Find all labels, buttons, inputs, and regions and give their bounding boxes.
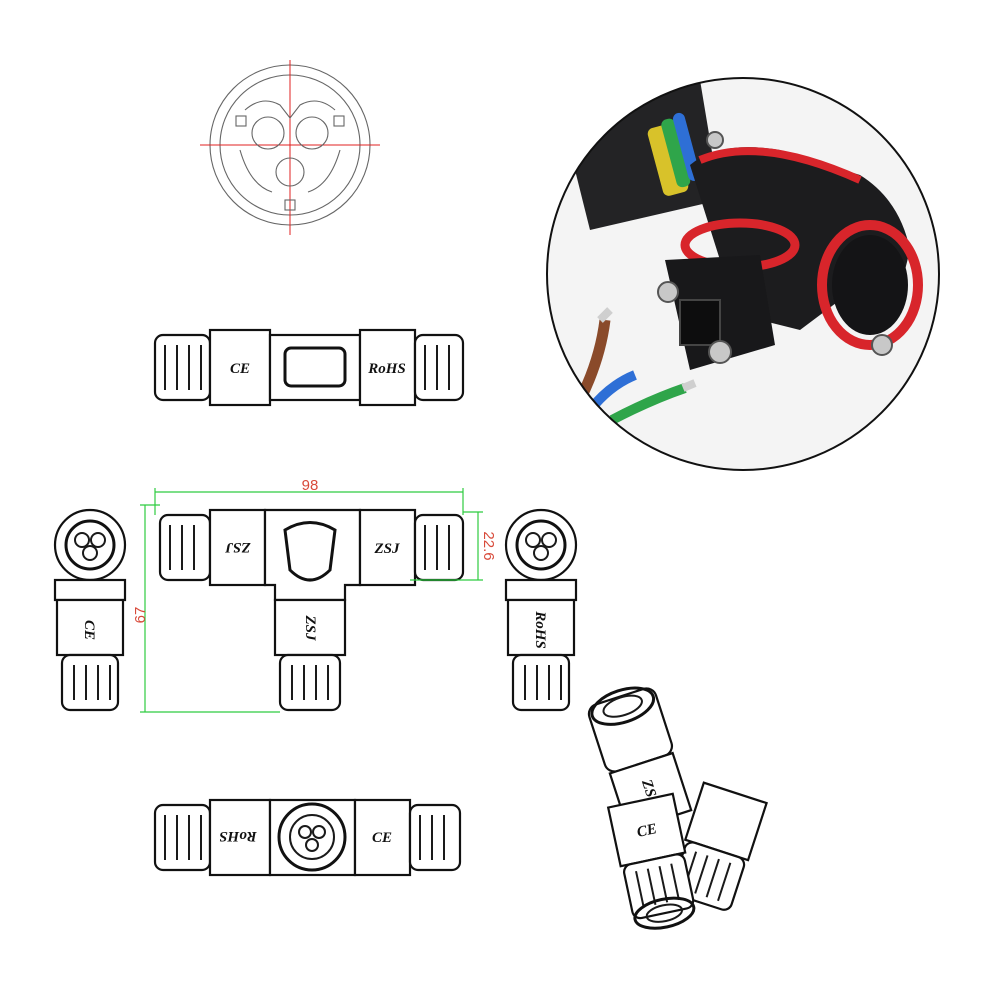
t-connector-drawing: ZSJ ZSJ ZSJ 98 67 22.6 bbox=[132, 477, 497, 713]
ce-mark-front: CE bbox=[372, 830, 392, 846]
ce-mark-side: CE bbox=[81, 620, 97, 640]
right-side-view: RoHS bbox=[504, 508, 578, 712]
height-dimension: 67 bbox=[132, 607, 149, 624]
isometric-connector-drawing: ZSJ CE bbox=[587, 686, 768, 930]
ce-mark-iso: CE bbox=[635, 821, 658, 841]
straight-connector-side: CE RoHS bbox=[153, 328, 465, 407]
diameter-dimension: 22.6 bbox=[480, 531, 497, 560]
pin-face-icon bbox=[200, 60, 380, 235]
brand-mark-bottom: ZSJ bbox=[302, 614, 318, 641]
rohs-mark: RoHS bbox=[367, 361, 406, 377]
ce-mark: CE bbox=[230, 361, 250, 377]
brand-mark-left: ZSJ bbox=[225, 539, 252, 555]
length-dimension: 98 bbox=[302, 477, 319, 494]
brand-mark-right: ZSJ bbox=[373, 541, 400, 557]
left-side-view: CE bbox=[53, 508, 127, 712]
rohs-mark-front: RoHS bbox=[219, 828, 258, 844]
rohs-mark-side: RoHS bbox=[532, 610, 548, 649]
straight-connector-front: RoHS CE bbox=[153, 798, 462, 877]
connector-photo bbox=[546, 77, 940, 471]
